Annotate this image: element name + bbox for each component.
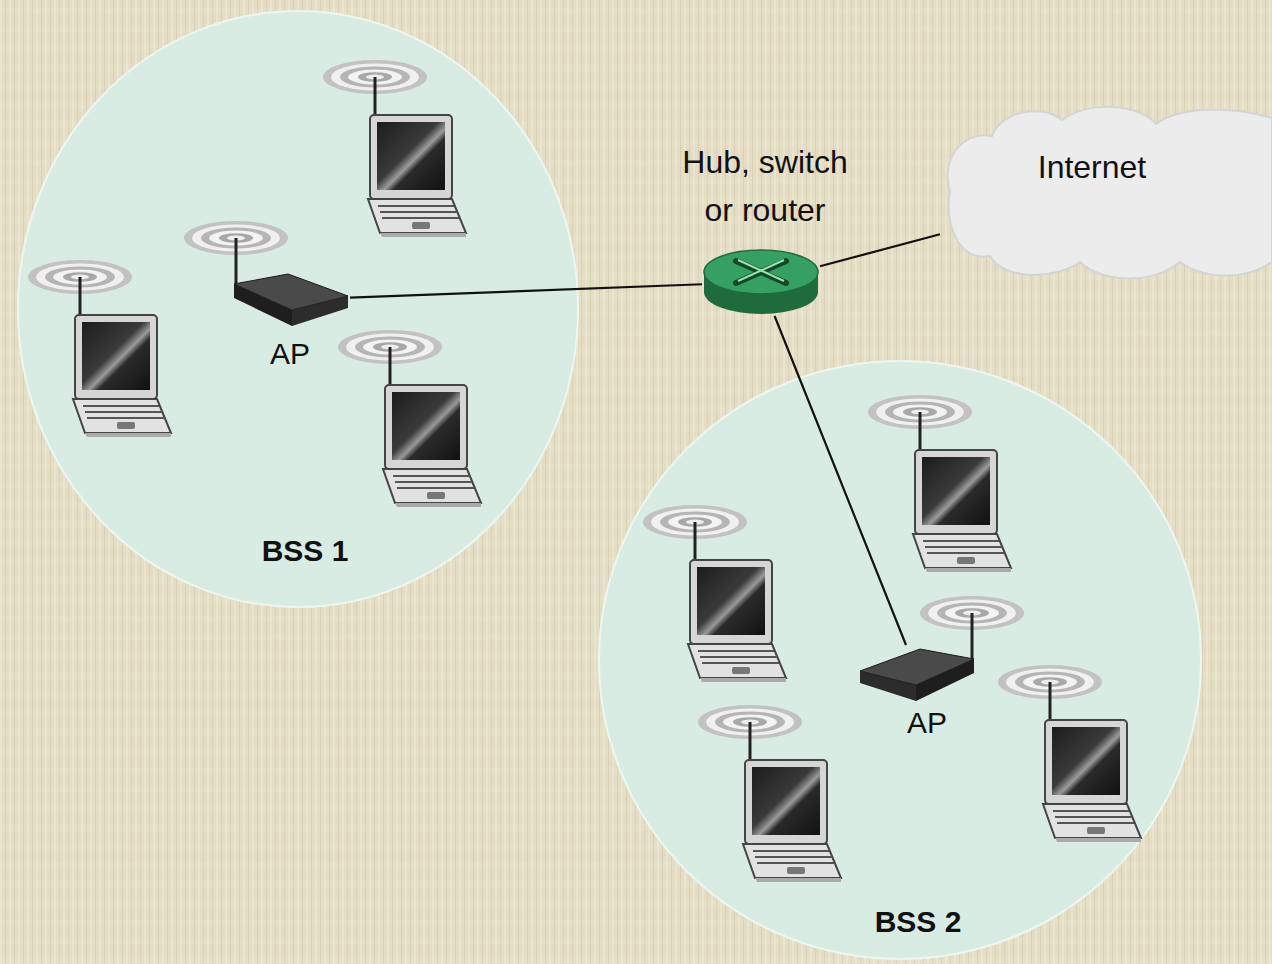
ap-outline [858, 645, 978, 705]
cloud-shape [948, 107, 1272, 279]
cloud-outline [940, 100, 1272, 280]
device-label: AP [887, 705, 967, 741]
label-holder: Hub, switch or router [673, 138, 858, 234]
region-label: BSS 1 [235, 532, 375, 570]
network-link [820, 234, 940, 266]
device-label: AP [250, 336, 330, 372]
bss-ellipse [18, 11, 578, 607]
label-holder: BSS 2 [848, 903, 988, 941]
access-point-symbol [184, 221, 348, 326]
access-point: AP [858, 645, 978, 705]
internet-cloud: Internet [940, 100, 1272, 280]
region-label: BSS 2 [848, 903, 988, 941]
router-symbol [704, 250, 818, 314]
bss-ellipse [599, 361, 1201, 959]
label-holder: BSS 1 [235, 532, 375, 570]
label-holder: AP [887, 705, 967, 741]
device-label: Internet [992, 148, 1192, 186]
device-label: Hub, switch or router [673, 138, 858, 234]
label-holder: AP [250, 336, 330, 372]
ap-outline [230, 270, 350, 330]
router-outline [702, 248, 820, 316]
access-point: AP [230, 270, 350, 330]
router-device: Hub, switch or router [702, 248, 820, 316]
bss-region: BSS 1 AP [17, 10, 579, 608]
label-holder: Internet [992, 148, 1192, 186]
bss-region: BSS 2 AP [598, 360, 1202, 960]
access-point-symbol [860, 596, 1024, 701]
